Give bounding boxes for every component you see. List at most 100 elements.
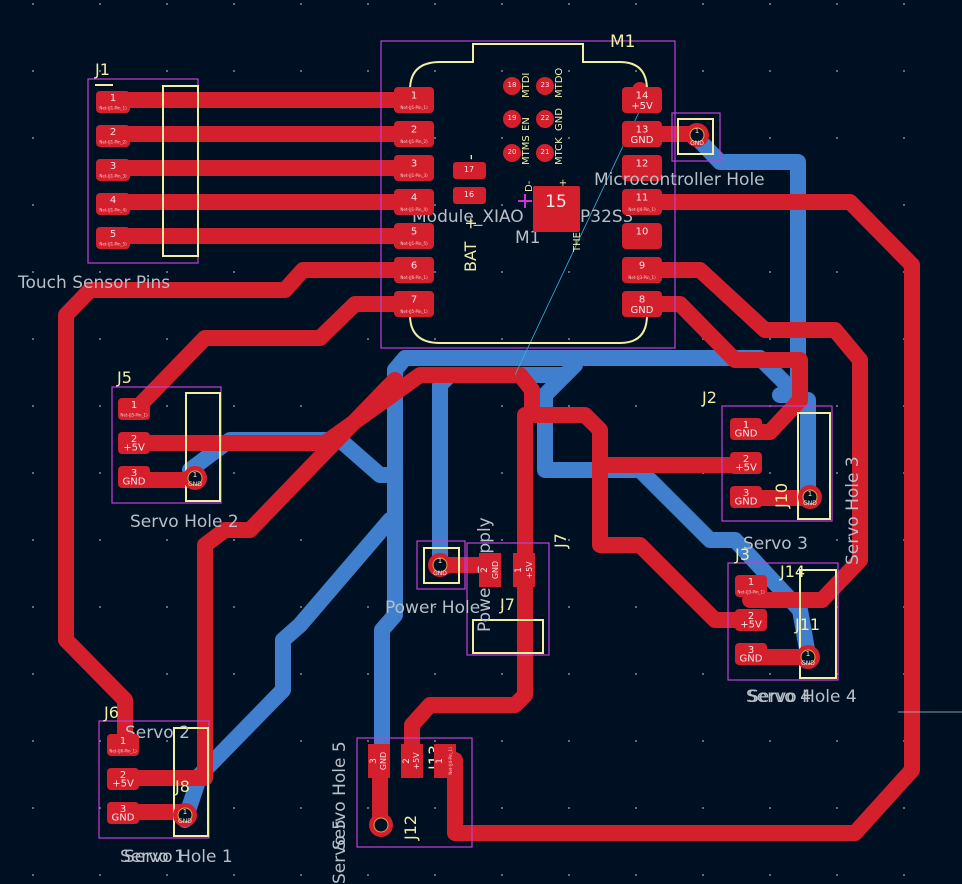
pad-shape[interactable] [735, 609, 767, 631]
pad-shape[interactable] [735, 643, 767, 665]
footprint-j6[interactable]: J6 Servo 2 J8 Servo 1 Servo Hole 1 1Net-… [98, 703, 233, 867]
pad-2-gnd[interactable] [479, 553, 501, 587]
trace-5v-servo4[interactable] [592, 457, 758, 628]
trace-servo5-signal[interactable] [447, 194, 920, 841]
pad-shape[interactable] [622, 155, 662, 181]
pad-16[interactable] [453, 187, 486, 204]
pad-shape[interactable] [503, 110, 521, 128]
pad-shape[interactable] [96, 159, 130, 181]
trace-servo1-signal[interactable] [58, 262, 413, 753]
footprint-mc-hole[interactable]: 1 GND Microcontroller Hole [594, 112, 765, 190]
pad-shape[interactable] [622, 291, 662, 317]
m1-pad-14[interactable]: 14+5V [622, 87, 662, 113]
pad-shape[interactable] [536, 77, 554, 95]
pad-shape[interactable] [401, 744, 423, 778]
pad-shape[interactable] [394, 189, 434, 215]
pad-shape[interactable] [730, 452, 762, 474]
pad-shape[interactable] [622, 223, 662, 249]
pad-shape[interactable] [536, 110, 554, 128]
trace-gnd-servo3[interactable] [632, 296, 808, 440]
pad-15[interactable] [533, 186, 580, 232]
pad-shape[interactable] [536, 144, 554, 162]
pad-shape[interactable] [622, 189, 662, 215]
trace-gnd-back[interactable] [374, 362, 403, 768]
pad-shape[interactable] [394, 87, 434, 113]
pad-shape[interactable] [730, 486, 762, 508]
pad-shape[interactable] [118, 432, 150, 454]
pad-shape[interactable] [394, 257, 434, 283]
footprint-j5[interactable]: J5 Servo Hole 2 1Net-(J5-Pin_1)2+5V3GND … [111, 368, 239, 532]
pad-shape[interactable] [503, 77, 521, 95]
pad-shape[interactable] [503, 144, 521, 162]
pad-1-5v[interactable] [513, 553, 535, 587]
pad-shape[interactable] [118, 466, 150, 488]
pad-shape[interactable] [394, 155, 434, 181]
footprint-j13[interactable]: J13 J12 Servo 5 Servo Hole 5 3GND2+5V1Ne… [330, 737, 473, 884]
pad-shape[interactable] [96, 227, 130, 249]
trace-servo4-signal[interactable] [632, 262, 868, 608]
j13-pad-2[interactable]: 2+5V [401, 744, 423, 778]
pad-shape[interactable] [622, 257, 662, 283]
pad-shape[interactable] [107, 768, 139, 790]
footprint-j1[interactable]: J1 Touch Sensor Pins 1Net-(J1-Pin_1)2Net… [17, 60, 199, 293]
pad-shape[interactable] [107, 802, 139, 824]
pad-shape[interactable] [394, 121, 434, 147]
footprint-j7[interactable]: J7 J7 Power Supply 2 GND 1 +5V [466, 517, 570, 656]
pad-shape[interactable] [96, 125, 130, 147]
j6-pad-2[interactable]: 2+5V [107, 768, 139, 790]
trace-servo2-signal[interactable] [132, 296, 413, 413]
pad-shape[interactable] [96, 193, 130, 215]
pad-shape[interactable] [622, 87, 662, 113]
pad-shape[interactable] [622, 121, 662, 147]
j3-pad-2[interactable]: 2+5V [735, 609, 767, 631]
trace-gnd-back[interactable] [177, 512, 398, 828]
pad-shape[interactable] [735, 575, 767, 597]
pad-17[interactable] [453, 162, 486, 179]
pad-shape[interactable] [96, 91, 130, 113]
j5-pad-2[interactable]: 2+5V [118, 432, 150, 454]
footprint-j2[interactable]: J2 Servo 3 Servo Hole 3 J10 1GND2+5V3GND… [701, 388, 863, 565]
m1-pad-10[interactable]: 10 [622, 223, 662, 249]
m1-pad-12[interactable]: 12 [622, 155, 662, 181]
pad-shape[interactable] [394, 291, 434, 317]
footprint-j3[interactable]: J3 J14 J11 Servo 4 Servo Hole 4 1Net-(J3… [727, 545, 857, 707]
pad-shape[interactable] [107, 734, 139, 756]
pad-shape[interactable] [394, 223, 434, 249]
pad-shape[interactable] [118, 398, 150, 420]
footprint-m1[interactable]: M1 Module_XIAO P32S3 M1 1Net-(J1-Pin_1)2… [380, 32, 676, 349]
pad-shape[interactable] [368, 744, 390, 778]
